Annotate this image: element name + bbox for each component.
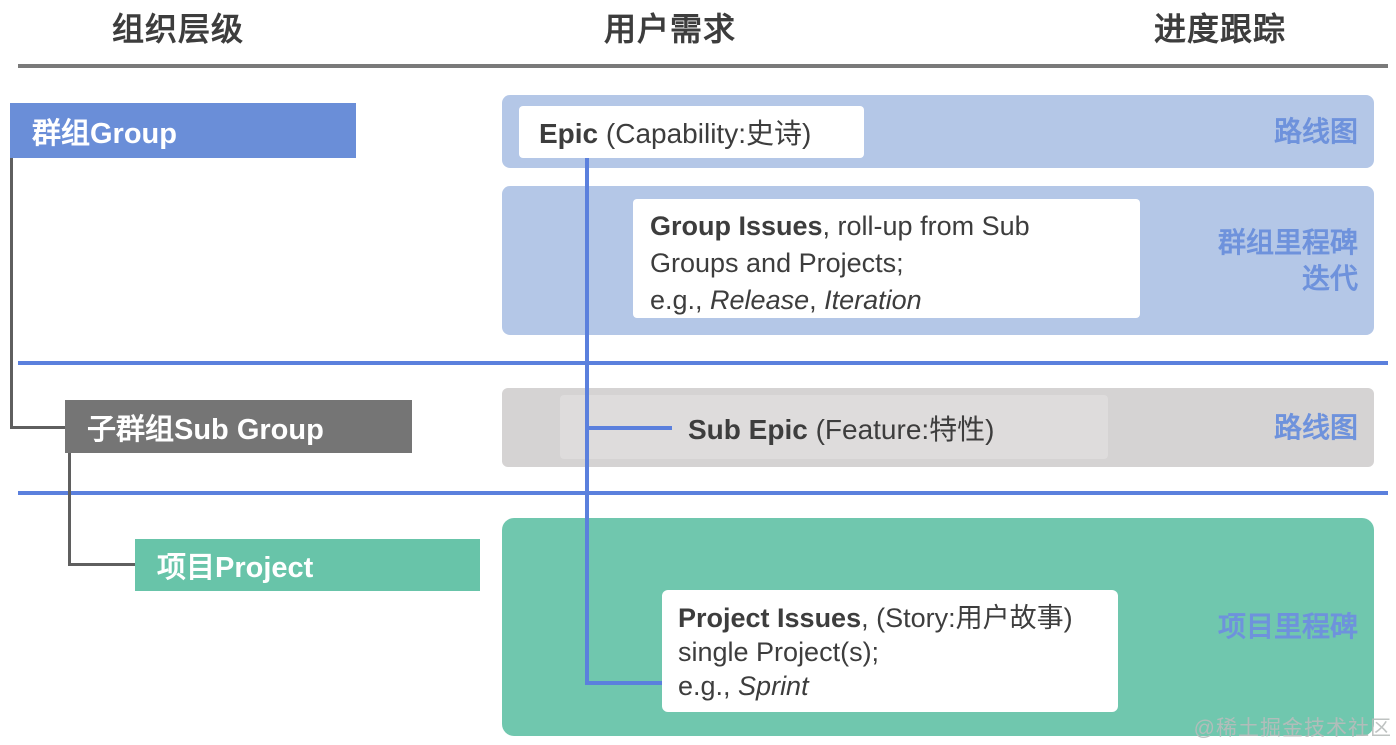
epic-tracking-label: 路线图 (1273, 115, 1358, 147)
project-issues-line1: Project Issues, (Story:用户故事) (678, 603, 1073, 633)
separator-line-group-subgroup (18, 361, 1388, 365)
subgroup-box: 子群组Sub Group (65, 400, 412, 453)
project-issues-tracking-label: 项目里程碑 (1217, 611, 1358, 642)
subgroup-to-project-connector-horizontal (68, 563, 135, 566)
sub-epic-tracking-label: 路线图 (1273, 411, 1358, 443)
project-issues-line3: e.g., Sprint (678, 671, 809, 701)
epic-row-band: Epic (Capability:史诗) 路线图 (502, 95, 1374, 168)
project-issues-line2: single Project(s); (678, 637, 880, 667)
column-header-requirements: 用户需求 (603, 11, 736, 47)
group-issues-row-band: Group Issues, roll-up from Sub Groups an… (502, 186, 1374, 335)
epic-label-box: Epic (Capability:史诗) (519, 106, 864, 158)
group-issues-line1: Group Issues, roll-up from Sub (650, 211, 1030, 241)
project-issues-branch-connector-line (589, 681, 662, 685)
epic-vertical-connector-line (585, 158, 589, 685)
group-to-subgroup-connector-vertical (10, 158, 13, 429)
group-issues-line2: Groups and Projects; (650, 248, 904, 278)
column-header-organization: 组织层级 (111, 11, 244, 47)
project-issues-row-band: Project Issues, (Story:用户故事) single Proj… (502, 518, 1374, 736)
group-issues-tracking-label: 群组里程碑 迭代 (1217, 226, 1358, 294)
group-issues-line3: e.g., Release, Iteration (650, 285, 922, 315)
group-box: 群组Group (10, 103, 356, 158)
sub-epic-title: Sub Epic (Feature:特性) (688, 413, 995, 445)
column-header-tracking: 进度跟踪 (1153, 11, 1286, 47)
sub-epic-row-band: Sub Epic (Feature:特性) 路线图 (502, 388, 1374, 467)
sub-epic-branch-connector-line (589, 426, 672, 430)
watermark-text: @稀土掘金技术社区 (1193, 717, 1392, 740)
separator-line-subgroup-project (18, 491, 1388, 495)
project-box: 项目Project (135, 539, 480, 591)
epic-title: Epic (Capability:史诗) (539, 118, 812, 149)
project-issues-box: Project Issues, (Story:用户故事) single Proj… (662, 590, 1118, 712)
group-to-subgroup-connector-horizontal (10, 426, 65, 429)
group-issues-box: Group Issues, roll-up from Sub Groups an… (633, 199, 1140, 318)
subgroup-to-project-connector-vertical (68, 453, 71, 566)
header-divider-rule (18, 64, 1388, 68)
